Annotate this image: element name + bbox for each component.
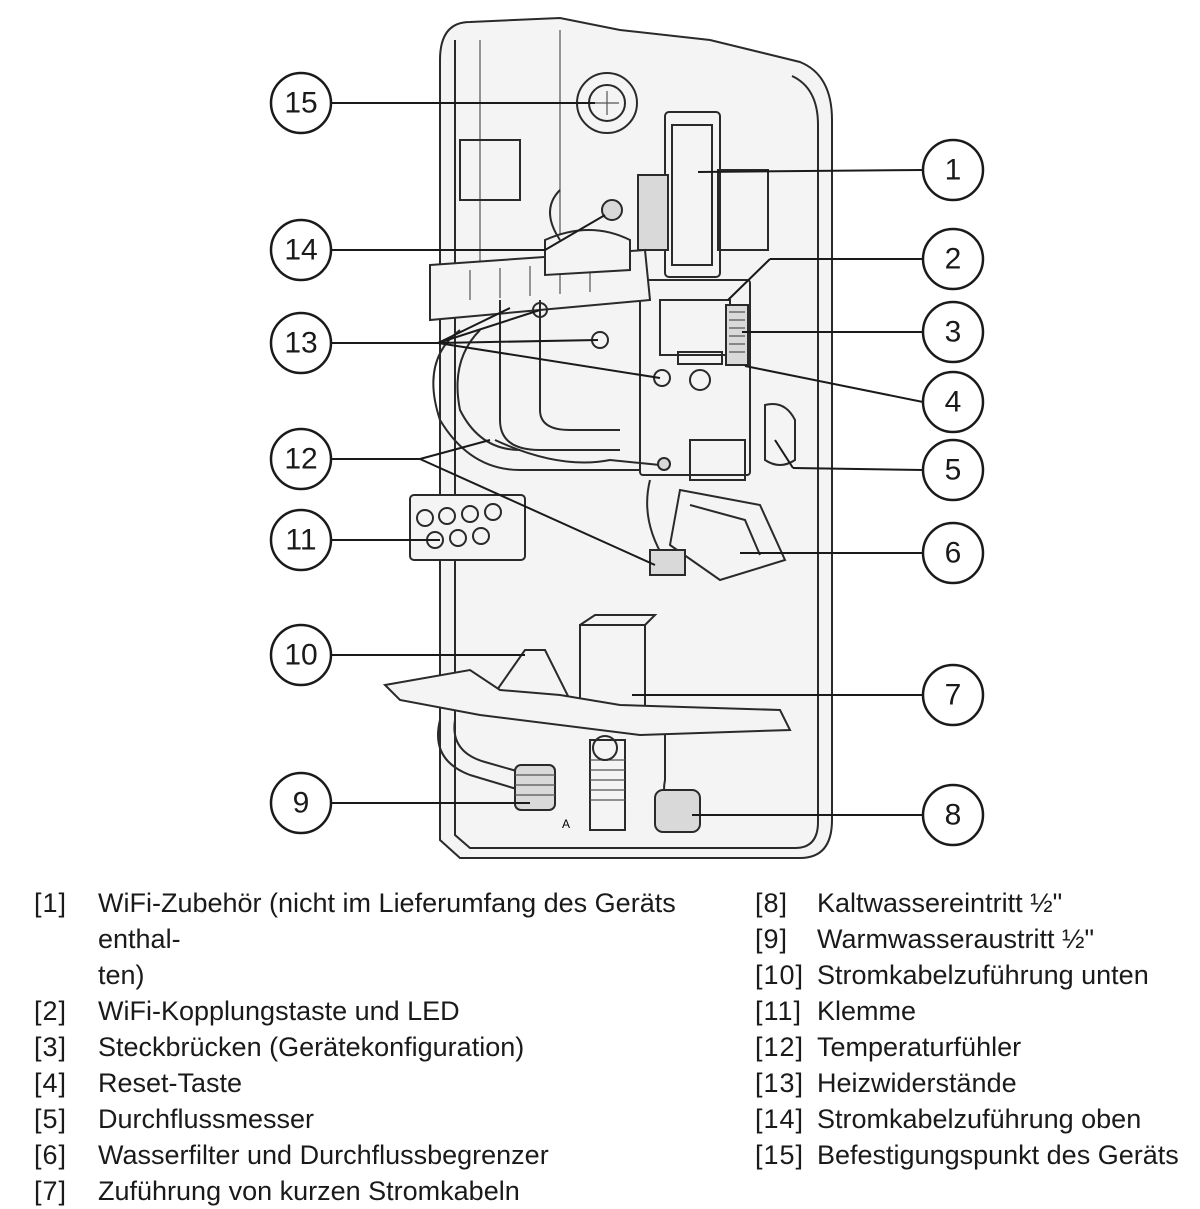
legend-number: [12] [755,1032,805,1062]
legend-text: Zuführung von kurzen Stromkabeln [98,1176,520,1206]
callout-8: 8 [921,783,985,847]
callout-label: 10 [284,639,317,672]
legend-text: Heizwiderstände [817,1068,1017,1098]
callout-label: 4 [945,386,962,419]
legend-item-8: [8] Kaltwassereintritt ½" [755,885,1195,921]
water-connections: A [437,719,701,833]
callout-1: 1 [921,138,985,202]
legend-number: [2] [34,996,68,1026]
legend-number: [1] [34,888,68,918]
legend-text: WiFi-Kopplungstaste und LED [98,996,460,1026]
fitting-label: A [562,817,570,831]
callout-label: 5 [945,454,962,487]
callout-13: 13 [269,311,333,375]
legend-text: Warmwasseraustritt ½" [817,924,1095,954]
legend-number: [13] [755,1068,805,1098]
legend-item-9: [9] Warmwasseraustritt ½" [755,921,1195,957]
legend-text: Temperaturfühler [817,1032,1022,1062]
legend-number: [5] [34,1104,68,1134]
legend-item-10: [10] Stromkabelzuführung unten [755,957,1195,993]
callout-label: 7 [945,679,962,712]
callout-label: 9 [293,787,310,820]
legend-item-6: [6] Wasserfilter und Durchflussbegrenzer [34,1137,754,1173]
legend-item-15: [15] Befestigungspunkt des Geräts [755,1137,1195,1173]
legend-number: [11] [755,996,803,1026]
legend-number: [3] [34,1032,68,1062]
legend-text: Klemme [817,996,917,1026]
callout-2: 2 [921,227,985,291]
callout-label: 6 [945,537,962,570]
callout-label: 12 [284,443,317,476]
callout-14: 14 [269,218,333,282]
legend-text: Durchflussmesser [98,1104,315,1134]
legend-text: Reset-Taste [98,1068,243,1098]
legend-item-13: [13] Heizwiderstände [755,1065,1195,1101]
device-housing [439,16,833,859]
upper-cable-entry [544,199,631,277]
legend-text: Stromkabelzuführung unten [817,960,1149,990]
mounting-point [576,72,638,134]
legend-number: [15] [755,1140,805,1170]
legend-item-11: [11] Klemme [755,993,1195,1029]
callout-10: 10 [269,623,333,687]
legend-item-12: [12] Temperaturfühler [755,1029,1195,1065]
callout-11: 11 [269,508,333,572]
legend-number: [4] [34,1068,68,1098]
legend-item-3: [3] Steckbrücken (Gerätekonfiguration) [34,1029,754,1065]
legend-item-14: [14] Stromkabelzuführung oben [755,1101,1195,1137]
callout-6: 6 [921,521,985,585]
legend-item-2: [2] WiFi-Kopplungstaste und LED [34,993,754,1029]
water-filter [646,479,787,582]
callout-7: 7 [921,663,985,727]
legend-text: Befestigungspunkt des Geräts [817,1140,1179,1170]
water-pipes [432,139,640,471]
callout-label: 14 [284,234,317,267]
legend-text: Stromkabelzuführung oben [817,1104,1142,1134]
legend-number: [9] [755,924,789,954]
callout-label: 3 [945,316,962,349]
legend-item-5: [5] Durchflussmesser [34,1101,754,1137]
legend-left: [1] WiFi-Zubehör (nicht im Lieferumfang … [34,885,754,1209]
wifi-accessory [637,111,769,278]
legend-text: Wasserfilter und Durchflussbegrenzer [98,1140,549,1170]
callout-label: 1 [945,154,962,187]
device-diagram: A 1 2 3 [269,16,985,859]
callout-12: 12 [269,427,333,491]
callout-9: 9 [269,771,333,835]
legend-text: Steckbrücken (Gerätekonfiguration) [98,1032,525,1062]
legend-number: [6] [34,1140,68,1170]
legend-number: [8] [755,888,789,918]
callout-4: 4 [921,370,985,434]
callout-label: 8 [945,799,962,832]
callout-label: 11 [285,524,316,557]
callout-label: 15 [284,87,317,120]
legend-text: WiFi-Zubehör (nicht im Lieferumfang des … [98,888,676,990]
callout-label: 13 [284,327,317,360]
callout-15: 15 [269,71,333,135]
legend-right: [8] Kaltwassereintritt ½" [9] Warmwasser… [755,885,1195,1173]
lower-cable-entry [382,649,792,737]
callout-label: 2 [945,243,962,276]
control-board [639,279,751,481]
legend-item-4: [4] Reset-Taste [34,1065,754,1101]
legend-number: [7] [34,1176,68,1206]
leader-lines [332,102,924,816]
callout-3: 3 [921,300,985,364]
legend-number: [14] [755,1104,805,1134]
flow-meter [764,403,796,466]
legend-text: Kaltwassereintritt ½" [817,888,1063,918]
legend-item-1: [1] WiFi-Zubehör (nicht im Lieferumfang … [34,885,754,993]
legend-number: [10] [755,960,805,990]
terminal-block [409,494,526,561]
legend-item-7: [7] Zuführung von kurzen Stromkabeln [34,1173,754,1209]
callout-5: 5 [921,438,985,502]
temperature-sensor [494,439,671,471]
